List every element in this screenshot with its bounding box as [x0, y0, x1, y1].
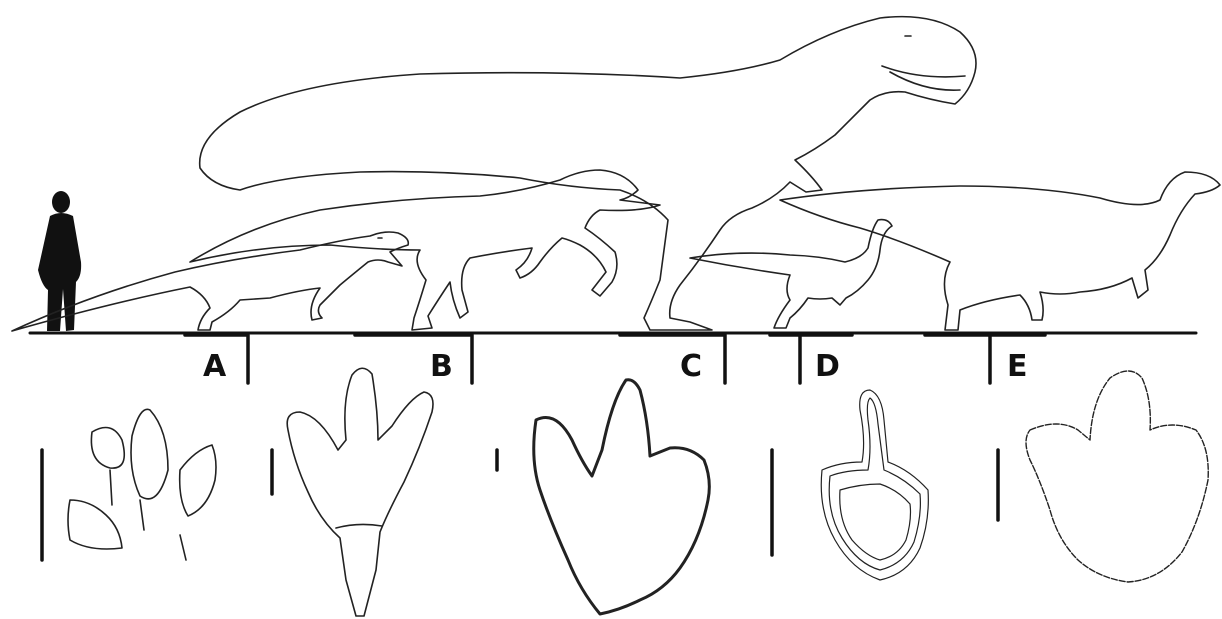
label-e: E: [1007, 352, 1028, 382]
label-c: C: [680, 352, 702, 382]
footprint-d: [821, 390, 928, 580]
footprint-c: [534, 380, 710, 614]
theropod-e: [780, 172, 1220, 330]
footprint-b: [287, 368, 433, 616]
label-d: D: [815, 352, 840, 382]
label-b: B: [430, 352, 453, 382]
theropod-c-jaw: [882, 66, 965, 90]
scale-markers: [185, 335, 1045, 383]
footprint-a: [68, 409, 216, 560]
theropod-c: [200, 17, 976, 330]
theropod-d: [690, 220, 892, 328]
footprint-e: [1026, 371, 1208, 582]
theropod-b: [190, 170, 660, 330]
label-a: A: [203, 352, 226, 382]
